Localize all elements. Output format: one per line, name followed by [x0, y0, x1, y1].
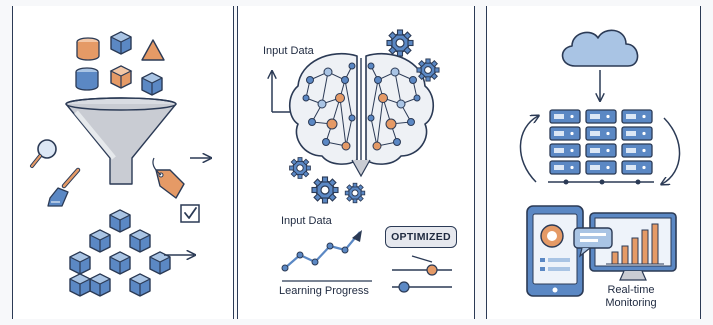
- cube-icon: [141, 72, 163, 96]
- tablet-icon: [526, 205, 584, 297]
- server-rack-icon: [548, 109, 654, 185]
- cube-pyramid-icon: [69, 209, 171, 297]
- gear-icon: [289, 157, 311, 179]
- gear-icon: [416, 58, 440, 82]
- tag-icon: [152, 157, 185, 199]
- brain-network-icon: [288, 52, 435, 178]
- gear-icon: [344, 182, 366, 204]
- funnel-icon: [65, 97, 177, 185]
- cylinder-icon: [75, 67, 99, 91]
- cube-icon: [109, 65, 133, 89]
- brush-icon: [47, 167, 81, 207]
- gear-icon: [386, 29, 414, 57]
- gear-icon: [311, 176, 339, 204]
- cylinder-icon: [76, 37, 100, 61]
- cycle-arrow-icon: [662, 117, 681, 184]
- cycle-arrow-icon: [519, 116, 538, 183]
- optimized-badge: OPTIMIZED: [385, 226, 457, 248]
- triangle-icon: [141, 39, 165, 61]
- learning-progress-label: Learning Progress: [279, 285, 369, 297]
- cube-icon: [110, 31, 132, 55]
- monitoring-label: Monitoring: [605, 297, 657, 309]
- magnifier-icon: [30, 139, 57, 168]
- checkbox-icon: [180, 204, 200, 223]
- chat-bubble-icon: [573, 227, 613, 258]
- cloud-icon: [561, 29, 639, 67]
- input-data-label-top: Input Data: [263, 45, 314, 57]
- line-chart-icon: [281, 230, 372, 282]
- realtime-label: Real-time: [607, 284, 655, 296]
- slider-icon: [392, 255, 452, 293]
- input-data-label-bottom: Input Data: [281, 215, 332, 227]
